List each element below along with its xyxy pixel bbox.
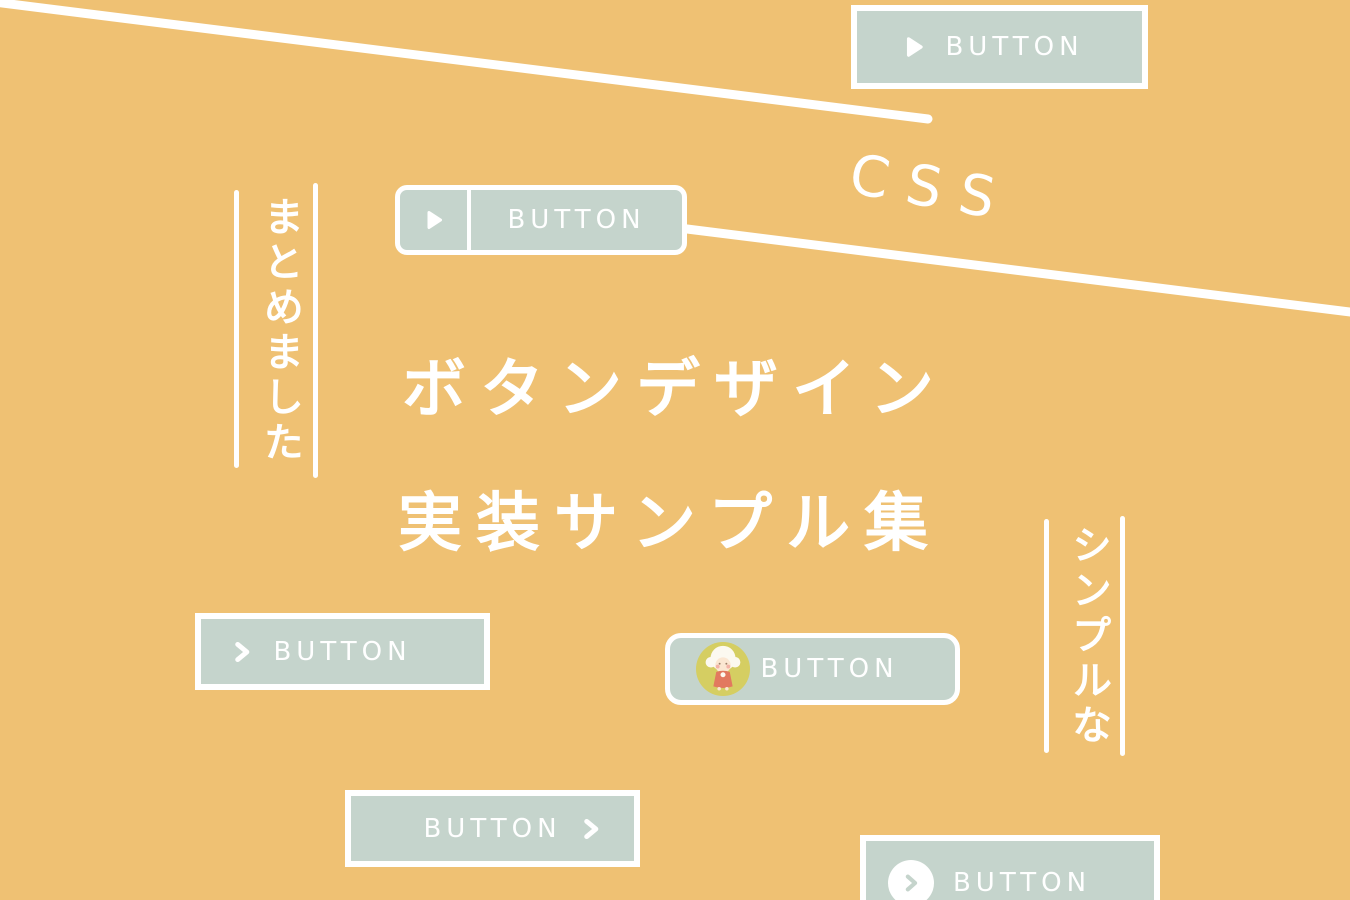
sample-button-middle-left[interactable]: BUTTON <box>195 613 490 690</box>
page-title-line2: 実装サンプル集 <box>398 487 943 561</box>
button-label: BUTTON <box>952 868 1092 898</box>
vertical-rule <box>1120 516 1125 756</box>
vertical-rule <box>313 183 318 478</box>
button-label: BUTTON <box>507 205 646 235</box>
sample-button-avatar[interactable]: BUTTON <box>665 633 960 705</box>
page-title-line1: ボタンデザイン <box>402 353 948 427</box>
sample-button-top-right[interactable]: BUTTON <box>851 5 1148 89</box>
vertical-caption-right: シンプルな <box>1065 524 1111 749</box>
diagonal-line-right <box>682 224 1350 317</box>
sample-button-split[interactable]: BUTTON <box>395 185 687 255</box>
chevron-right-icon <box>578 816 604 842</box>
vertical-rule <box>234 190 239 468</box>
chevron-right-icon <box>229 639 255 665</box>
sample-button-bottom-middle[interactable]: BUTTON <box>345 790 640 867</box>
sample-button-bottom-right[interactable]: BUTTON <box>860 835 1160 900</box>
vertical-rule <box>1044 519 1049 753</box>
character-avatar-icon <box>696 642 750 696</box>
chevron-right-circle-icon <box>888 860 934 900</box>
play-triangle-icon <box>901 34 927 60</box>
diagonal-line-top <box>0 0 933 124</box>
play-triangle-icon <box>400 190 471 250</box>
button-label: BUTTON <box>945 32 1084 62</box>
button-label: BUTTON <box>423 813 562 844</box>
button-label: BUTTON <box>273 636 412 667</box>
vertical-caption-left: まとめました <box>257 196 303 466</box>
button-label: BUTTON <box>760 654 899 684</box>
